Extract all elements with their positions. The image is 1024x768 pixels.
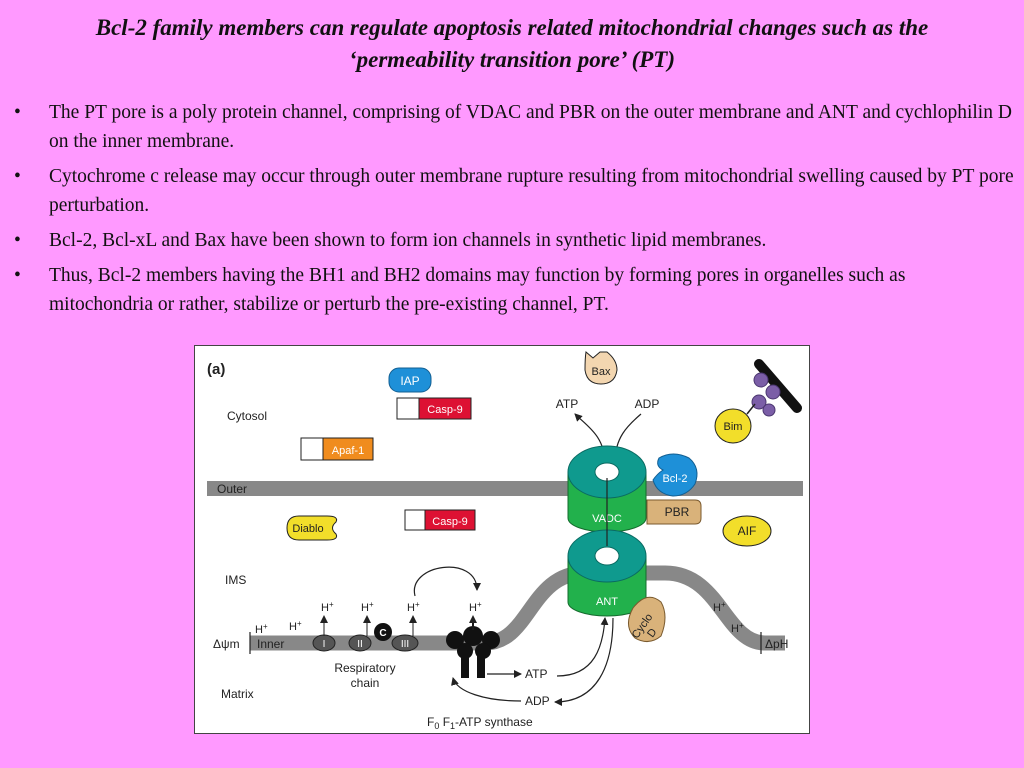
- resp-chain-label-1: Respiratory: [334, 661, 395, 675]
- adp-top-label: ADP: [635, 397, 660, 411]
- outer-label: Outer: [217, 482, 247, 496]
- diablo-label: Diablo: [292, 523, 323, 535]
- casp9-label-top: Casp-9: [427, 404, 462, 416]
- bullet-text: Bcl-2, Bcl-xL and Bax have been shown to…: [49, 230, 767, 251]
- cytochrome-c-shape: [374, 623, 392, 641]
- iap-label: IAP: [400, 374, 419, 388]
- purple-bead: [751, 394, 767, 410]
- atp-synthase-shape: [446, 618, 500, 678]
- casp9-prodomain-mid: [404, 509, 426, 531]
- h-plus-label: H+: [321, 600, 334, 614]
- slide-title: Bcl-2 family members can regulate apopto…: [0, 12, 1024, 76]
- cytosol-label: Cytosol: [227, 409, 267, 423]
- atp-to-ant-arrow: [556, 617, 609, 677]
- ant-pore: [594, 546, 620, 566]
- casp9-shape-mid: [424, 509, 476, 531]
- complex-iii-shape: [391, 634, 419, 652]
- apaf1-label: Apaf-1: [332, 445, 364, 457]
- iap-shape: [388, 367, 432, 393]
- apaf1-prodomain: [300, 437, 324, 461]
- aif-shape: [722, 515, 772, 547]
- h-plus-label: H+: [469, 600, 482, 614]
- bim-linker: [746, 403, 756, 415]
- adp-to-synthase-arrow: [451, 677, 522, 702]
- casp9-shape-top: [418, 397, 472, 420]
- bullet-item: • The PT pore is a poly protein channel, …: [14, 98, 1014, 156]
- aif-label: AIF: [738, 524, 757, 538]
- cytochrome-c-label: C: [379, 628, 386, 639]
- diagram-canvas: (a) Cytosol IMS Matrix Outer Inner Δψm Δ…: [207, 351, 803, 731]
- resp-chain-label-2: chain: [351, 676, 380, 690]
- synthase-label: F0 F1-ATP synthase: [427, 715, 533, 731]
- proton-cycle-arrow: [413, 566, 481, 597]
- atp-top-label: ATP: [556, 397, 578, 411]
- complex-i-label: I: [323, 639, 326, 650]
- inner-label: Inner: [257, 637, 284, 651]
- complex-iii-label: III: [401, 639, 409, 650]
- bullet-marker: •: [14, 230, 21, 251]
- bullet-text: Thus, Bcl-2 members having the BH1 and B…: [49, 265, 906, 315]
- complex-ii-shape: [348, 634, 372, 652]
- bullet-item: • Cytochrome c release may occur through …: [14, 162, 1014, 220]
- h-plus-label: H+: [361, 600, 374, 614]
- bullet-marker: •: [14, 102, 21, 123]
- cyclophilin-d-shape: [628, 596, 666, 642]
- adp-bottom-label: ADP: [525, 694, 550, 708]
- delta-psi-label: Δψm: [213, 637, 240, 651]
- complex-ii-label: II: [357, 639, 363, 650]
- bax-label: Bax: [592, 366, 611, 378]
- pbr-shape: [646, 499, 702, 525]
- panel-label: (a): [207, 361, 225, 378]
- atp-bottom-label: ATP: [525, 667, 547, 681]
- bax-shape: [584, 351, 618, 385]
- title-line-1: Bcl-2 family members can regulate apopto…: [95, 15, 929, 40]
- bullet-list: • The PT pore is a poly protein channel, …: [14, 98, 1014, 325]
- bullet-marker: •: [14, 166, 21, 187]
- bullet-marker: •: [14, 265, 21, 286]
- outer-membrane: [207, 481, 803, 496]
- bullet-text: The PT pore is a poly protein channel, c…: [49, 102, 1012, 152]
- casp9-prodomain-top: [396, 397, 420, 420]
- pbr-label: PBR: [665, 505, 690, 519]
- h-plus-label: H+: [289, 619, 302, 633]
- h-plus-label: H+: [407, 600, 420, 614]
- adp-from-ant-arrow: [554, 617, 614, 706]
- ant-label: ANT: [596, 596, 618, 608]
- bim-partner-rod: [754, 359, 802, 413]
- bullet-text: Cytochrome c release may occur through o…: [49, 166, 1014, 216]
- bcl2-shape: [652, 453, 698, 497]
- bim-label: Bim: [724, 421, 743, 433]
- apaf1-shape: [322, 437, 374, 461]
- purple-bead: [765, 384, 781, 400]
- purple-bead: [762, 403, 776, 417]
- matrix-label: Matrix: [221, 687, 254, 701]
- ims-label: IMS: [225, 573, 246, 587]
- bullet-item: • Bcl-2, Bcl-xL and Bax have been shown t…: [14, 226, 1014, 255]
- delta-ph-label: ΔpH: [765, 637, 788, 651]
- diablo-shape: [286, 515, 338, 541]
- bullet-item: • Thus, Bcl-2 members having the BH1 and …: [14, 261, 1014, 319]
- purple-bead: [753, 372, 769, 388]
- bim-shape: [714, 408, 752, 444]
- title-line-2: ‘permeability transition pore’ (PT): [348, 47, 675, 72]
- casp9-label-mid: Casp-9: [432, 516, 467, 528]
- bcl2-label: Bcl-2: [662, 473, 687, 485]
- h-plus-label: H+: [255, 622, 268, 636]
- mitochondria-diagram: (a) Cytosol IMS Matrix Outer Inner Δψm Δ…: [194, 345, 810, 734]
